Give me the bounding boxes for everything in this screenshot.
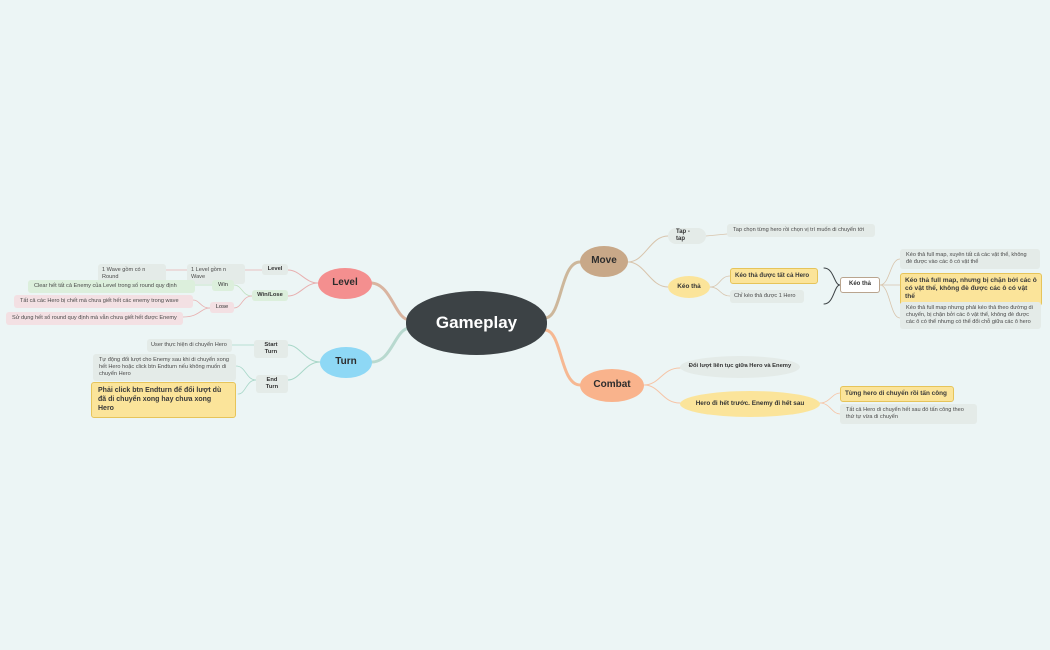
central-topic[interactable]: Gameplay [406,291,547,355]
end-turn-tag[interactable]: End Turn [256,375,288,394]
level-topic[interactable]: Level [318,268,372,299]
lose-description-2[interactable]: Sử dụng hết số round quy định mà vẫn chư… [6,312,183,325]
hero-move-attack[interactable]: Từng hero di chuyển rồi tấn công [840,386,954,402]
level-description[interactable]: 1 Level gồm n Wave [187,264,245,284]
turn-topic[interactable]: Turn [320,347,372,378]
drag-all-heroes[interactable]: Kéo thả được tất cả Hero [730,268,818,284]
winlose-tag[interactable]: Win/Lose [252,290,288,302]
lose-tag[interactable]: Lose [210,302,234,314]
drag-drop-group[interactable]: Kéo thả [840,277,880,293]
combat-topic[interactable]: Combat [580,369,644,402]
lose-description-1[interactable]: Tất cả các Hero bị chết mà chưa giết hết… [14,295,193,308]
tap-tap-tag[interactable]: Tap - tap [668,228,706,244]
win-tag[interactable]: Win [212,280,234,292]
level-tag[interactable]: Level [262,264,288,276]
end-turn-note[interactable]: Phải click btn Endturn để đổi lượt dù đã… [91,382,236,419]
drag-option-2[interactable]: Kéo thả full map, nhưng bị chặn bởi các … [900,273,1042,306]
hero-then-enemy[interactable]: Hero đi hết trước. Enemy đi hết sau [680,391,820,417]
drag-option-3[interactable]: Kéo thả full map nhưng phải kéo thả theo… [900,302,1041,329]
drag-option-1[interactable]: Kéo thả full map, xuyên tất cả các vật t… [900,249,1040,269]
win-description[interactable]: Clear hết tất cả Enemy của Level trong s… [28,280,195,293]
start-turn-description[interactable]: User thực hiện di chuyển Hero [147,339,232,352]
drag-drop-tag[interactable]: Kéo thả [668,276,710,298]
start-turn-tag[interactable]: Start Turn [254,340,288,359]
drag-one-hero[interactable]: Chỉ kéo thả được 1 Hero [730,290,804,303]
tap-tap-description[interactable]: Tap chọn từng hero rồi chọn vị trí muốn … [727,224,875,237]
wave-description[interactable]: 1 Wave gồm có n Round [98,264,166,284]
move-topic[interactable]: Move [580,246,628,277]
all-heroes-move-then-attack[interactable]: Tất cả Hero di chuyển hết sau đó tấn côn… [840,404,977,424]
alternate-turns[interactable]: Đổi lượt liên tục giữa Hero và Enemy [680,356,800,378]
end-turn-description[interactable]: Tự động đổi lượt cho Enemy sau khi di ch… [93,354,236,381]
